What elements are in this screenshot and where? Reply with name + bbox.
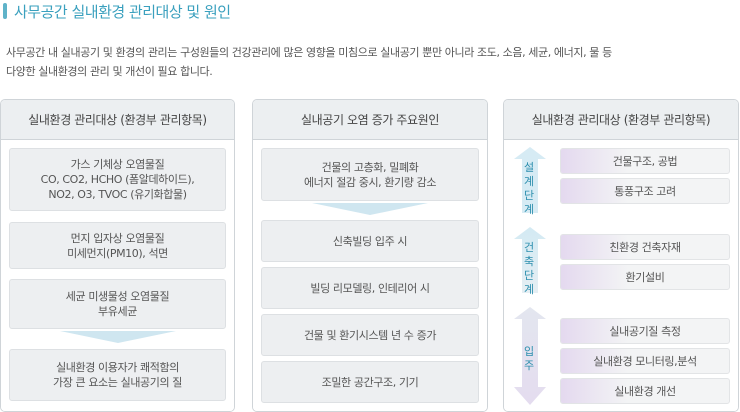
stage-item-label: 실내환경 모니터링,분석: [593, 355, 697, 368]
cause-box-high-rise: 건물의 고층화, 밀폐화 에너지 절감 중시, 환기량 감소: [261, 148, 479, 201]
stage-char: 설: [523, 161, 535, 174]
cause-box-aging: 건물 및 환기시스템 년 수 증가: [261, 314, 479, 356]
box-line: CO, CO2, HCHO (폼알데하이드),: [40, 173, 195, 186]
page-title-text: 사무공간 실내환경 관리대상 및 원인: [14, 2, 231, 21]
gas-pollutants-box: 가스 기체상 오염물질 CO, CO2, HCHO (폼알데하이드), NO2,…: [9, 148, 226, 211]
panel-header: 실내환경 관리대상 (환경부 관리항목): [504, 100, 738, 140]
panel-management-stages: 실내환경 관리대상 (환경부 관리항목) 설 계 단 계 건 축 단: [503, 99, 739, 412]
stage-item-label: 실내환경 개선: [614, 385, 676, 398]
box-line: 부유세균: [98, 305, 137, 318]
stage-item: 친환경 건축자재: [560, 234, 730, 260]
box-line: 가장 큰 요소는 실내공기의 질: [52, 376, 183, 389]
panel-header: 실내환경 관리대상 (환경부 관리항목): [1, 100, 234, 140]
cause-box-remodeling: 빌딩 리모델링, 인테리어 시: [261, 267, 479, 309]
stage-char: 단: [523, 269, 535, 282]
stage-item-label: 친환경 건축자재: [609, 241, 681, 254]
box-line: 먼지 입자상 오염물질: [70, 231, 165, 245]
page-title: 사무공간 실내환경 관리대상 및 원인: [3, 0, 231, 22]
title-accent-bar: [3, 3, 7, 19]
stage-item-label: 건물구조, 공법: [612, 155, 678, 168]
stage-char: 주: [523, 359, 535, 372]
description: 사무공간 내 실내공기 및 환경의 관리는 구성원들의 건강관리에 많은 영향을…: [6, 43, 726, 81]
cause-box-dense-space: 조밀한 공간구조, 기기: [261, 361, 479, 403]
stage-item: 통풍구조 고려: [560, 178, 730, 204]
stage-item-label: 실내공기질 측정: [609, 325, 681, 338]
stage-arrows-icon: [514, 147, 546, 405]
box-line: 건물의 고층화, 밀폐화: [321, 160, 419, 174]
box-line: 가스 기체상 오염물질: [70, 158, 165, 171]
down-arrow-icon: [59, 331, 176, 343]
cause-box-new-building: 신축빌딩 입주 시: [261, 220, 479, 262]
box-line: 미세먼지(PM10), 석면: [67, 246, 168, 260]
dust-pollutants-box: 먼지 입자상 오염물질 미세먼지(PM10), 석면: [9, 222, 226, 269]
box-line: NO2, O3, TVOC (유기화합물): [48, 188, 187, 201]
panel-management-targets: 실내환경 관리대상 (환경부 관리항목) 가스 기체상 오염물질 CO, CO2…: [0, 99, 235, 412]
stage-char: 축: [523, 255, 535, 268]
box-line: 실내환경 이용자가 쾌적함의: [56, 361, 179, 374]
description-line-2: 다양한 실내환경의 관리 및 개선이 필요 합니다.: [6, 65, 213, 78]
stage-item: 실내환경 개선: [560, 378, 730, 404]
box-line: 에너지 절감 중시, 환기량 감소: [303, 175, 437, 189]
stage-label-design: 설 계 단 계: [512, 161, 546, 217]
stage-char: 건: [523, 241, 535, 254]
box-line: 세균 미생물성 오염물질: [65, 290, 170, 303]
panel-pollution-causes: 실내공기 오염 증가 주요원인 건물의 고층화, 밀폐화 에너지 절감 중시, …: [252, 99, 488, 412]
description-line-1: 사무공간 내 실내공기 및 환경의 관리는 구성원들의 건강관리에 많은 영향을…: [6, 46, 612, 59]
stage-item: 건물구조, 공법: [560, 148, 730, 174]
stage-item: 실내공기질 측정: [560, 318, 730, 344]
stage-label-construction: 건 축 단 계: [512, 241, 546, 297]
stage-char: 입: [523, 345, 535, 358]
stage-char: 계: [523, 283, 535, 296]
stage-item: 환기설비: [560, 264, 730, 290]
stage-char: 계: [523, 175, 535, 188]
conclusion-box: 실내환경 이용자가 쾌적함의 가장 큰 요소는 실내공기의 질: [9, 349, 226, 401]
stage-label-occupancy: 입 주: [512, 345, 546, 373]
stage-item-label: 환기설비: [625, 271, 665, 284]
stage-item: 실내환경 모니터링,분석: [560, 348, 730, 374]
stage-char: 단: [523, 189, 535, 202]
stage-char: 계: [523, 203, 535, 216]
stage-item-label: 통풍구조 고려: [614, 185, 676, 198]
panel-header: 실내공기 오염 증가 주요원인: [253, 100, 487, 140]
bacteria-pollutants-box: 세균 미생물성 오염물질 부유세균: [9, 279, 226, 329]
down-arrow-icon: [312, 203, 428, 215]
